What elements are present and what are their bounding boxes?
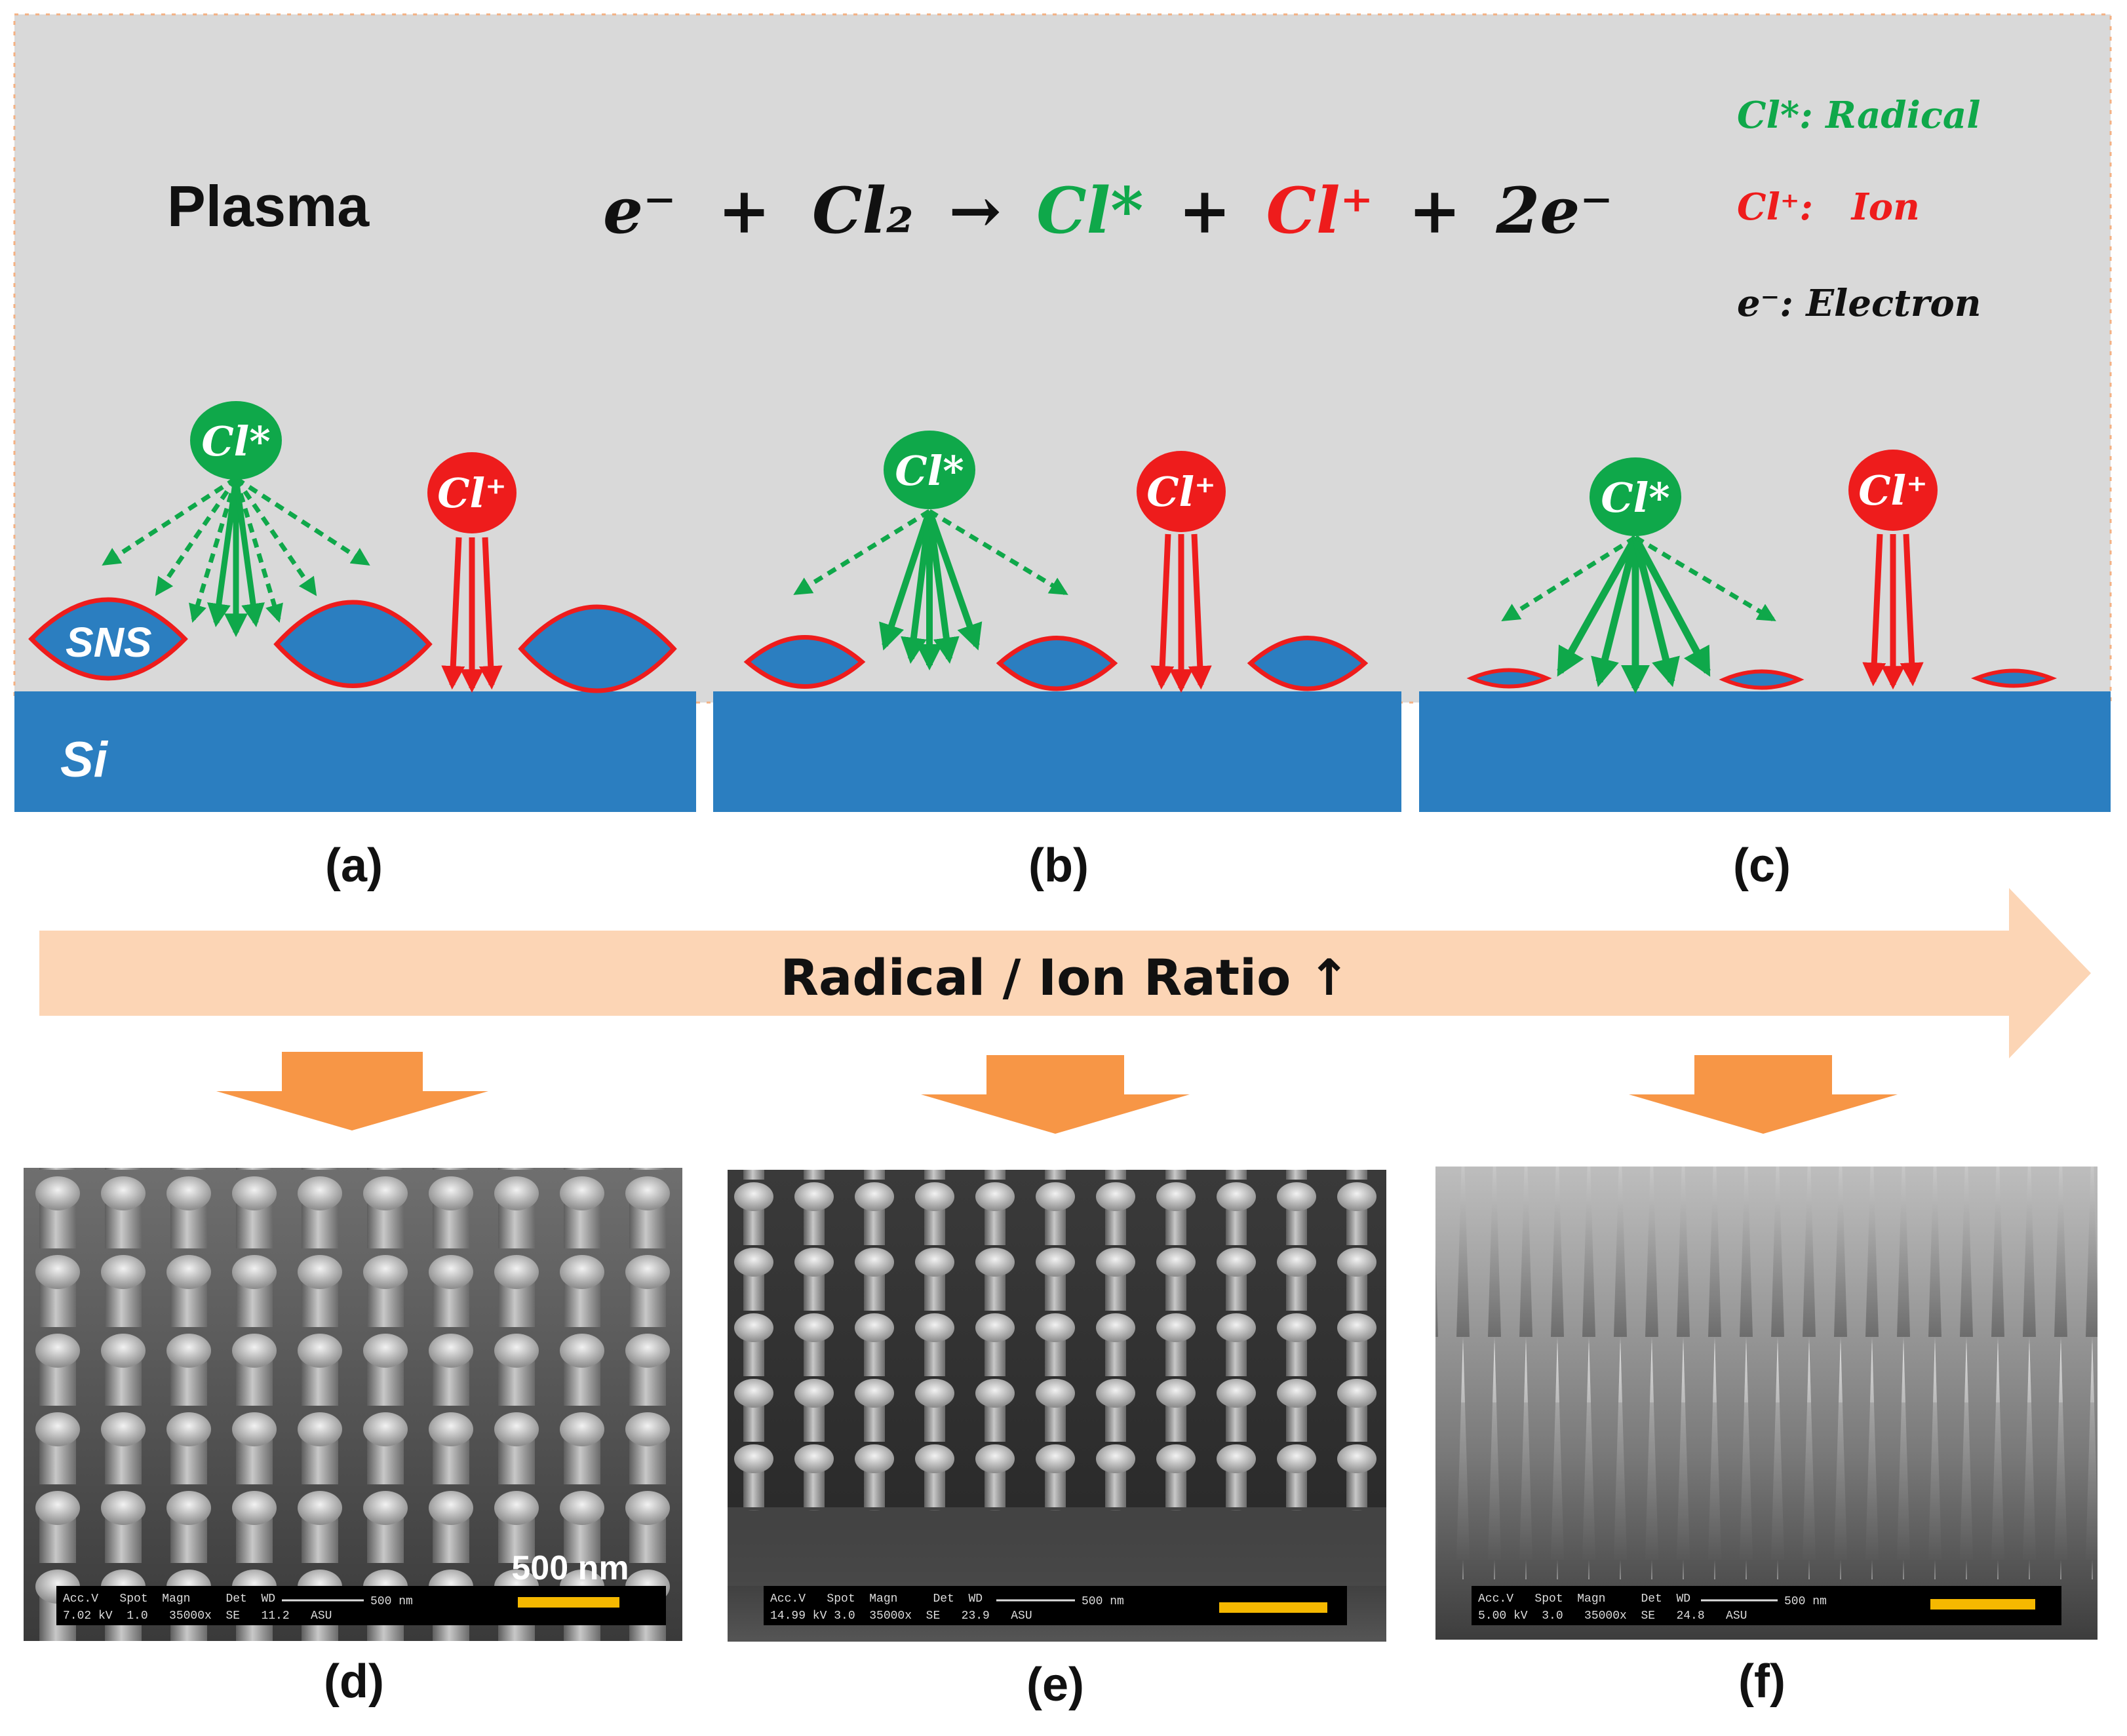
radical-bubble-c bbox=[1590, 457, 1681, 536]
plasma-label: Plasma bbox=[167, 174, 370, 239]
sem-d-header: Acc.V Spot Magn Det WD bbox=[63, 1592, 275, 1606]
sns-particle-a2 bbox=[273, 600, 433, 688]
sem-d-scale-bar bbox=[518, 1597, 619, 1608]
ratio-arrow: Radical / Ion Ratio ↑ bbox=[39, 888, 2091, 1058]
ion-flux-c bbox=[1862, 533, 1924, 690]
sns-particle-b2 bbox=[996, 636, 1118, 691]
sem-d-values: 7.02 kV 1.0 35000x SE 11.2 ASU bbox=[63, 1610, 332, 1623]
sem-image-f: Acc.V Spot Magn Det WD 5.00 kV 3.0 35000… bbox=[1435, 1167, 2098, 1708]
sns-particle-c3 bbox=[1970, 668, 2058, 688]
ionization-equation: e⁻ + Cl₂ → Cl* + Cl⁺ + 2e⁻ bbox=[603, 174, 1613, 248]
eq-cl2: Cl₂ bbox=[812, 174, 914, 248]
sem-f-scale-bar bbox=[1930, 1599, 2035, 1610]
sem-e-scale-text: 500 nm bbox=[1082, 1595, 1124, 1608]
si-label: Si bbox=[60, 732, 109, 788]
species-legend: Cl*: Radical Cl⁺: Ion e⁻: Electron bbox=[1737, 94, 1981, 325]
down-arrows bbox=[216, 1052, 1898, 1134]
eq-electron: e⁻ bbox=[603, 174, 676, 248]
sem-f-values: 5.00 kV 3.0 35000x SE 24.8 ASU bbox=[1478, 1610, 1747, 1623]
sem-image-d: Acc.V Spot Magn Det WD 7.02 kV 1.0 35000… bbox=[24, 1168, 682, 1708]
legend-radical: Cl*: Radical bbox=[1737, 94, 1981, 137]
panel-label-e: (e) bbox=[1026, 1659, 1084, 1711]
eq-plus-3: + bbox=[1409, 174, 1461, 248]
radical-flux-b bbox=[793, 509, 1068, 670]
sns-particle-b1 bbox=[743, 635, 866, 689]
panel-a-schematic: Si SNS Cl* Cl⁺ (a) bbox=[14, 401, 696, 892]
radical-bubble-b bbox=[884, 431, 975, 509]
si-substrate-c bbox=[1419, 691, 2111, 812]
legend-electron: e⁻: Electron bbox=[1737, 282, 1981, 325]
eq-plus-1: + bbox=[718, 174, 770, 248]
panel-label-f: (f) bbox=[1738, 1655, 1786, 1708]
ion-label-c: Cl⁺ bbox=[1858, 467, 1928, 514]
eq-two-electrons: 2e⁻ bbox=[1495, 174, 1613, 248]
radical-bubble-a bbox=[190, 401, 282, 480]
sns-particle-c2 bbox=[1719, 669, 1805, 690]
ion-bubble-b bbox=[1137, 451, 1226, 532]
sem-image-e: Acc.V Spot Magn Det WD 14.99 kV 3.0 3500… bbox=[728, 1170, 1386, 1711]
panel-label-b: (b) bbox=[1028, 839, 1089, 892]
panel-label-d: (d) bbox=[324, 1655, 384, 1708]
legend-ion: Cl⁺: Ion bbox=[1737, 185, 1920, 229]
down-arrow-e bbox=[921, 1055, 1190, 1134]
sns-particle-c1 bbox=[1466, 668, 1552, 689]
sns-particle-a3 bbox=[518, 604, 677, 693]
ion-bubble-c bbox=[1848, 450, 1938, 531]
sns-label: SNS bbox=[66, 619, 152, 666]
radical-label-a: Cl* bbox=[201, 417, 270, 465]
ion-flux-a bbox=[441, 537, 503, 693]
ion-flux-b bbox=[1150, 533, 1212, 693]
sns-particle-a1 bbox=[28, 597, 188, 681]
sem-e-header: Acc.V Spot Magn Det WD bbox=[770, 1592, 983, 1606]
eq-plus-2: + bbox=[1179, 174, 1231, 248]
panel-c-schematic: Cl* Cl⁺ (c) bbox=[1419, 450, 2111, 892]
radical-flux-a bbox=[102, 476, 370, 638]
radical-flux-c bbox=[1501, 535, 1776, 694]
ion-label-a: Cl⁺ bbox=[437, 469, 507, 517]
panel-b-schematic: Cl* Cl⁺ (b) bbox=[713, 431, 1401, 892]
ion-bubble-a bbox=[427, 452, 517, 533]
sem-f-scale-text: 500 nm bbox=[1784, 1595, 1827, 1608]
eq-ion: Cl⁺ bbox=[1266, 174, 1374, 248]
sem-f-header: Acc.V Spot Magn Det WD bbox=[1478, 1592, 1690, 1606]
down-arrow-f bbox=[1629, 1055, 1898, 1134]
eq-arrow: → bbox=[948, 174, 1001, 248]
panel-label-a: (a) bbox=[325, 839, 383, 892]
plasma-region: Plasma e⁻ + Cl₂ → Cl* + Cl⁺ + 2e⁻ Cl*: R… bbox=[13, 13, 2112, 704]
down-arrow-d bbox=[216, 1052, 488, 1130]
panel-label-c: (c) bbox=[1733, 839, 1791, 892]
ratio-arrow-label: Radical / Ion Ratio ↑ bbox=[781, 948, 1350, 1007]
sem-e-values: 14.99 kV 3.0 35000x SE 23.9 ASU bbox=[770, 1610, 1032, 1623]
radical-label-b: Cl* bbox=[895, 447, 964, 495]
si-substrate-a bbox=[14, 691, 696, 812]
sns-particle-b3 bbox=[1247, 636, 1369, 691]
ion-label-b: Cl⁺ bbox=[1146, 468, 1216, 516]
si-substrate-b bbox=[713, 691, 1401, 812]
sem-d-scale-overlay: 500 nm bbox=[511, 1549, 629, 1587]
sem-e-scale-bar bbox=[1219, 1602, 1327, 1613]
radical-label-c: Cl* bbox=[1601, 474, 1669, 522]
eq-radical: Cl* bbox=[1036, 174, 1143, 248]
sem-d-scale-text: 500 nm bbox=[370, 1595, 413, 1608]
ratio-arrow-shape bbox=[39, 888, 2091, 1058]
